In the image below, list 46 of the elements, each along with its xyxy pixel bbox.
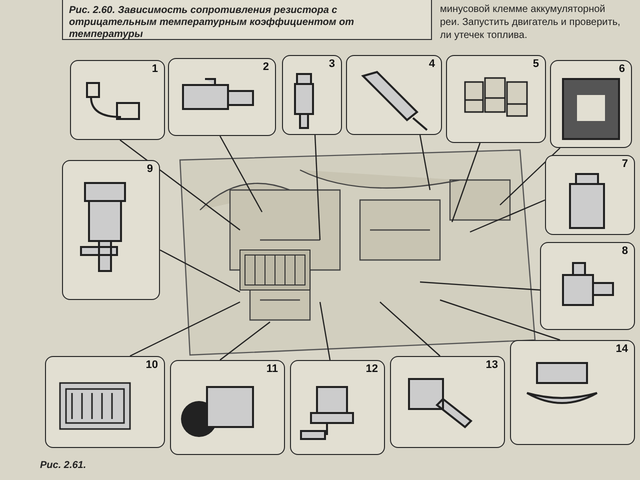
part-panel [168, 58, 276, 136]
part-panel [282, 55, 342, 135]
part-panel [390, 356, 505, 448]
leader-line [380, 302, 440, 356]
part-panel [545, 155, 635, 235]
leader-line [219, 136, 263, 212]
leader-line [420, 281, 540, 291]
callout-number: 11 [266, 363, 278, 375]
body-text-line: минусовой клемме аккумуляторной [440, 4, 606, 15]
leader-line [160, 249, 240, 293]
callout-number: 13 [486, 359, 498, 371]
body-text-line: реи. Запустить двигатель и проверить, [440, 17, 620, 28]
callout-number: 6 [618, 63, 625, 75]
callout-number: 1 [152, 63, 158, 75]
callout-number: 8 [622, 245, 628, 257]
figure-caption: Рис. 2.60. Зависимость сопротивления резистора с отрицательным температурным коэффициентом от температуры [69, 5, 356, 41]
leader-line [314, 134, 321, 240]
leader-line [120, 140, 240, 230]
leader-line [451, 142, 481, 222]
part-panel [510, 340, 635, 445]
callout-number: 12 [366, 363, 378, 375]
leader-line [470, 199, 546, 233]
callout-number: 10 [146, 359, 158, 371]
callout-number: 5 [532, 58, 539, 70]
leader-line [319, 302, 331, 360]
part-panel [446, 55, 546, 143]
part-panel [346, 55, 442, 135]
callout-number: 14 [616, 343, 628, 355]
callout-number: 2 [262, 61, 269, 73]
part-panel [45, 356, 165, 448]
part-panel [550, 60, 632, 148]
callout-number: 4 [428, 58, 435, 70]
callout-number: 7 [622, 158, 628, 170]
part-panel [540, 242, 635, 330]
body-text-line: ли утечек топлива. [440, 30, 528, 41]
part-panel [70, 60, 165, 140]
part-panel [170, 360, 285, 455]
callout-number: 3 [328, 58, 335, 70]
part-panel [290, 360, 385, 455]
figure-caption: Рис. 2.61. [40, 460, 86, 471]
leader-line [419, 134, 431, 190]
leader-line [500, 148, 560, 206]
callout-number: 9 [146, 163, 153, 175]
leader-line [130, 301, 240, 357]
part-panel [62, 160, 160, 300]
leader-line [220, 322, 270, 360]
